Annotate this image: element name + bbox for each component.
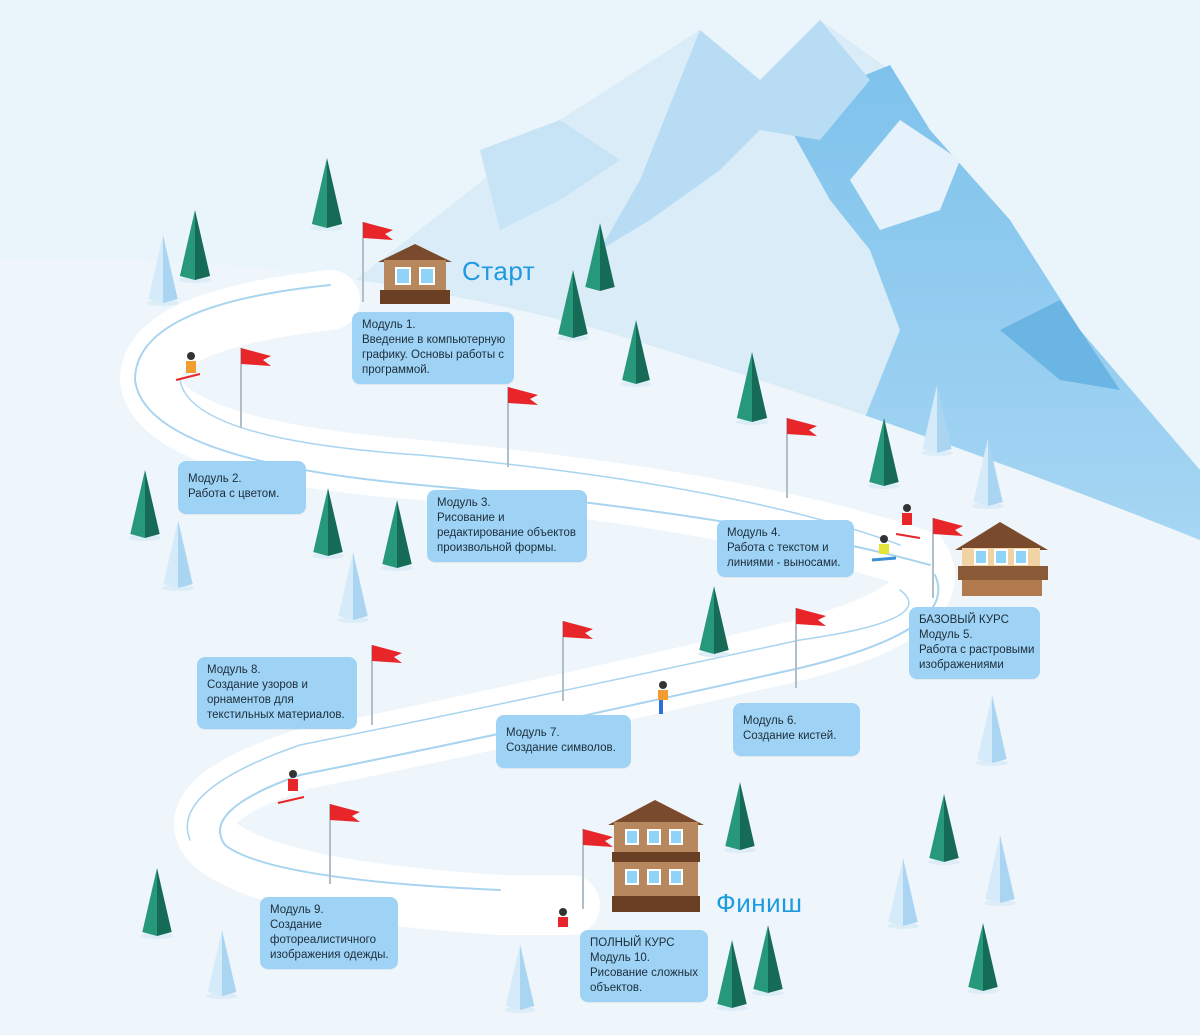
card-line: БАЗОВЫЙ КУРС bbox=[919, 614, 1009, 626]
card-line: Модуль 4. bbox=[727, 527, 781, 539]
pine-tree-icon bbox=[715, 940, 749, 1011]
snowy-tree-icon bbox=[161, 520, 195, 591]
card-line: Создание символов. bbox=[506, 742, 616, 754]
module-card-10[interactable]: ПОЛНЫЙ КУРС Модуль 10. Рисование сложных… bbox=[580, 930, 708, 1002]
pine-tree-icon bbox=[735, 352, 769, 425]
flag-icon bbox=[507, 387, 538, 467]
card-line: изображениями bbox=[919, 659, 1004, 671]
start-label: Старт bbox=[462, 256, 536, 286]
card-line: графику. Основы работы с bbox=[362, 349, 505, 361]
card-line: Модуль 8. bbox=[207, 664, 261, 676]
snowy-tree-icon bbox=[336, 552, 370, 623]
card-line: Рисование сложных bbox=[590, 967, 699, 979]
start-lodge bbox=[378, 244, 452, 304]
card-line: произвольной формы. bbox=[437, 542, 557, 554]
snowy-tree-icon bbox=[920, 385, 954, 456]
trees bbox=[128, 158, 1017, 1013]
card-line: программой. bbox=[362, 364, 430, 376]
card-line: ПОЛНЫЙ КУРС bbox=[590, 937, 675, 949]
module-card-1[interactable]: Модуль 1. Введение в компьютерную график… bbox=[352, 312, 514, 384]
pine-tree-icon bbox=[310, 158, 344, 231]
snowy-tree-icon bbox=[886, 858, 920, 929]
card-line: Создание кистей. bbox=[743, 730, 837, 742]
flag-icon bbox=[582, 829, 613, 909]
pine-tree-icon bbox=[867, 418, 901, 489]
card-line: изображения одежды. bbox=[270, 949, 389, 961]
pine-tree-icon bbox=[380, 500, 414, 571]
card-line: объектов. bbox=[590, 982, 643, 994]
flag-icon bbox=[786, 418, 817, 498]
card-line: Модуль 1. bbox=[362, 319, 416, 331]
skier-figure bbox=[895, 504, 921, 539]
flags bbox=[240, 222, 963, 909]
module-card-4[interactable]: Модуль 4. Работа с текстом и линиями - в… bbox=[717, 520, 854, 577]
snowy-tree-icon bbox=[504, 944, 536, 1013]
card-line: Рисование и bbox=[437, 512, 505, 524]
card-line: фотореалистичного bbox=[270, 934, 376, 946]
flag-icon bbox=[362, 222, 393, 302]
card-line: Модуль 7. bbox=[506, 727, 560, 739]
pine-tree-icon bbox=[140, 868, 174, 939]
pine-tree-icon bbox=[927, 794, 961, 865]
card-line: Работа с текстом и bbox=[727, 542, 829, 554]
module-card-6[interactable]: Модуль 6. Создание кистей. bbox=[733, 703, 860, 756]
module-card-9[interactable]: Модуль 9. Создание фотореалистичного изо… bbox=[260, 897, 398, 969]
card-line: орнаментов для bbox=[207, 694, 294, 706]
skier-figure bbox=[277, 770, 305, 804]
card-line: линиями - выносами. bbox=[727, 557, 841, 569]
card-line: Модуль 3. bbox=[437, 497, 491, 509]
card-line: Модуль 10. bbox=[590, 952, 650, 964]
pine-tree-icon bbox=[697, 586, 731, 657]
pine-tree-icon bbox=[128, 470, 162, 541]
card-line: Работа с цветом. bbox=[188, 488, 280, 500]
finish-lodge bbox=[608, 800, 704, 912]
pine-tree-icon bbox=[583, 223, 617, 294]
card-line: редактирование объектов bbox=[437, 527, 577, 539]
snowy-tree-icon bbox=[983, 835, 1017, 906]
pine-tree-icon bbox=[723, 782, 757, 853]
flag-icon bbox=[371, 645, 402, 725]
skier-figure bbox=[175, 352, 201, 381]
snowboarder-figure bbox=[558, 908, 568, 927]
card-line: Создание узоров и bbox=[207, 679, 308, 691]
card-line: Модуль 5. bbox=[919, 629, 973, 641]
card-line: текстильных материалов. bbox=[207, 709, 345, 721]
snowy-tree-icon bbox=[206, 930, 238, 999]
card-line: Модуль 9. bbox=[270, 904, 324, 916]
module-card-3[interactable]: Модуль 3. Рисование и редактирование объ… bbox=[427, 490, 587, 562]
flag-icon bbox=[562, 621, 593, 701]
module-card-8[interactable]: Модуль 8. Создание узоров и орнаментов д… bbox=[197, 657, 357, 729]
card-line: Создание bbox=[270, 919, 322, 931]
module-card-5[interactable]: БАЗОВЫЙ КУРС Модуль 5. Работа с растровы… bbox=[909, 607, 1040, 679]
base-lodge bbox=[955, 522, 1048, 596]
pine-tree-icon bbox=[178, 210, 212, 283]
flag-icon bbox=[329, 804, 360, 884]
card-line: Работа с растровыми bbox=[919, 644, 1035, 656]
snowy-tree-icon bbox=[975, 695, 1009, 766]
pine-tree-icon bbox=[966, 923, 1000, 994]
card-line: Модуль 2. bbox=[188, 473, 242, 485]
module-card-7[interactable]: Модуль 7. Создание символов. bbox=[496, 715, 631, 768]
flag-icon bbox=[795, 608, 826, 688]
module-card-2[interactable]: Модуль 2. Работа с цветом. bbox=[178, 461, 306, 514]
mountain bbox=[330, 20, 1200, 540]
pine-tree-icon bbox=[311, 488, 345, 559]
card-line: Введение в компьютерную bbox=[362, 334, 506, 346]
flag-icon bbox=[932, 518, 963, 598]
snowy-tree-icon bbox=[971, 438, 1005, 509]
pine-tree-icon bbox=[751, 925, 785, 996]
snowy-tree-icon bbox=[146, 235, 180, 306]
finish-label: Финиш bbox=[716, 888, 803, 918]
flag-icon bbox=[240, 348, 271, 428]
pine-tree-icon bbox=[556, 270, 590, 341]
card-line: Модуль 6. bbox=[743, 715, 797, 727]
snowboarder-figure bbox=[871, 535, 897, 562]
pine-tree-icon bbox=[620, 320, 652, 387]
snowboarder-figure bbox=[658, 681, 668, 714]
